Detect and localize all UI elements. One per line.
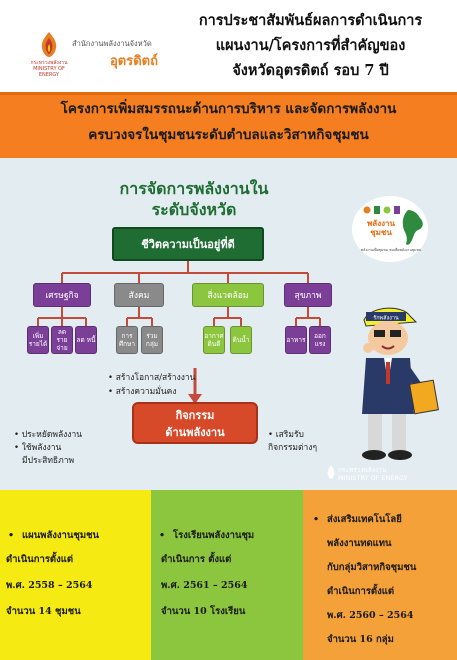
- card-line: พ.ศ. 2558 – 2564: [6, 580, 93, 591]
- sub-node: ออก แรง: [309, 326, 331, 354]
- title-line: แผนงาน/โครงการที่สำคัญของ: [215, 37, 406, 54]
- category-environment: สิ่งแวดล้อม: [192, 283, 264, 307]
- card-bullet: •: [313, 514, 320, 525]
- card-line: พ.ศ. 2560 – 2564: [327, 610, 414, 621]
- card-line: พ.ศ. 2561 – 2564: [161, 580, 248, 591]
- bullet-item: • เสริมรับ: [268, 430, 304, 440]
- thailand-map-icon: [402, 210, 423, 245]
- bullet-item-continuation: มีประสิทธิภาพ: [22, 456, 75, 466]
- badge-subtitle: พลังงานเพื่อชุมชน ชนเพื่อพลังงานชุมชน: [360, 248, 422, 252]
- project-card-renewable-tech: • ส่งเสริมเทคโนโลยี พลังงานทดแทน กับกลุ่…: [303, 490, 457, 660]
- card-text: ดำเนินการตั้งแต่ พ.ศ. 2558 – 2564 จำนวน …: [6, 550, 148, 622]
- card-line: ดำเนินการ ตั้งแต่: [161, 554, 232, 565]
- mascot-cap-text: รักพลังงาน: [373, 315, 399, 322]
- diagram-title: การจัดการพลังงานใน ระดับจังหวัด: [84, 178, 304, 220]
- tree-connectors: [37, 261, 321, 404]
- bullet-item-continuation: กิจกรรมต่างๆ: [268, 443, 318, 453]
- energy-activity-box: กิจกรรม ด้านพลังงาน: [132, 402, 258, 444]
- card-text: แผนพลังงานชุมชน: [22, 526, 150, 546]
- card-line: ดำเนินการตั้งแต่: [327, 586, 395, 597]
- office-label: สำนักงานพลังงานจังหวัด: [72, 39, 152, 48]
- bullet-item: • ใช้พลังงาน: [14, 443, 62, 453]
- ministry-label: กระทรวงพลังงาน MINISTRY OF ENERGY: [338, 466, 448, 482]
- project-card-community-plan: • แผนพลังงานชุมชน ดำเนินการตั้งแต่ พ.ศ. …: [0, 490, 151, 660]
- card-line: จำนวน 16 กลุ่ม: [327, 634, 394, 645]
- card-line: กับกลุ่มวิสาหกิจชุมชน: [327, 562, 417, 573]
- header: [0, 0, 457, 92]
- logo-org-text: กระทรวงพลังงาน MINISTRY OF ENERGY: [30, 60, 68, 78]
- project-card-energy-school: • โรงเรียนพลังงานชุม ดำเนินการ ตั้งแต่ พ…: [151, 490, 303, 660]
- root-node: ชีวิตความเป็นอยู่ที่ดี: [112, 227, 264, 261]
- sub-node: เพิ่ม รายได้: [27, 326, 49, 354]
- category-society: สังคม: [114, 283, 164, 307]
- sub-node: ร่วม กลุ่ม: [141, 326, 163, 354]
- sub-node: อาหาร: [285, 326, 307, 354]
- banner-line: โครงการเพิ่มสมรรถนะด้านการบริหาร และจัดก…: [60, 101, 397, 117]
- card-line: จำนวน 10 โรงเรียน: [161, 606, 246, 617]
- card-text: ส่งเสริมเทคโนโลยี: [327, 510, 455, 530]
- card-text: พลังงานทดแทน กับกลุ่มวิสาหกิจชุมชน ดำเนิ…: [327, 534, 455, 650]
- card-bullet: •: [159, 530, 166, 541]
- sub-node: ลด รายจ่าย: [51, 326, 73, 354]
- badge-title: พลังงาน ชุมชน: [360, 219, 402, 237]
- title-line: การประชาสัมพันธ์ผลการดำเนินการ: [198, 12, 423, 29]
- energy-box-line: ด้านพลังงาน: [165, 426, 225, 439]
- bullet-item: • สร้างความมั่นคง: [108, 387, 177, 397]
- energy-box-line: กิจกรรม: [175, 409, 215, 422]
- card-line: โรงเรียนพลังงานชุม: [173, 530, 255, 541]
- card-line: แผนพลังงานชุมชน: [22, 530, 100, 541]
- diagram-title-line: ระดับจังหวัด: [151, 200, 237, 219]
- energy-flame-logo-icon: [41, 32, 57, 57]
- page-title: การประชาสัมพันธ์ผลการดำเนินการ แผนงาน/โค…: [168, 8, 453, 83]
- province-label: อุตรดิตถ์: [110, 54, 158, 69]
- card-line: พลังงานทดแทน: [327, 538, 392, 549]
- energy-mascot-character-icon: รักพลังงาน: [362, 307, 440, 460]
- card-bullet: •: [8, 530, 15, 541]
- sub-node: การ ศึกษา: [116, 326, 138, 354]
- card-text: โรงเรียนพลังงานชุม: [173, 526, 301, 546]
- diagram-title-line: การจัดการพลังงานใน: [119, 179, 269, 198]
- bullet-item: • ประหยัดพลังงาน: [14, 430, 83, 440]
- sub-node: อากาศ ดินดี: [203, 326, 225, 354]
- banner-line: ครบวงจรในชุมชนระดับตำบลและวิสาหกิจชุมชน: [88, 127, 369, 143]
- category-health: สุขภาพ: [284, 283, 332, 307]
- card-line: ส่งเสริมเทคโนโลยี: [327, 514, 402, 525]
- sub-node: ลด หนี้: [75, 326, 97, 354]
- project-banner: [0, 92, 457, 158]
- ministry-flame-icon: [327, 465, 335, 479]
- sub-node: ดินน้ำ: [230, 326, 252, 354]
- card-text: ดำเนินการ ตั้งแต่ พ.ศ. 2561 – 2564 จำนวน…: [161, 550, 301, 622]
- badge-title-line: ชุมชน: [370, 228, 392, 237]
- badge-title-line: พลังงาน: [367, 219, 395, 228]
- card-line: ดำเนินการตั้งแต่: [6, 554, 74, 565]
- card-line: จำนวน 14 ชุมชน: [6, 606, 81, 617]
- ministry-line: กระทรวงพลังงาน: [338, 466, 387, 474]
- eco-icons-row: [363, 206, 400, 214]
- category-economy: เศรษฐกิจ: [33, 283, 91, 307]
- bullet-item: • สร้างโอกาส/สร้างงาน: [108, 373, 196, 383]
- ministry-line: MINISTRY OF ENERGY: [338, 474, 408, 482]
- title-line: จังหวัดอุตรดิตถ์ รอบ 7 ปี: [232, 62, 389, 79]
- project-title: โครงการเพิ่มสมรรถนะด้านการบริหาร และจัดก…: [4, 96, 453, 148]
